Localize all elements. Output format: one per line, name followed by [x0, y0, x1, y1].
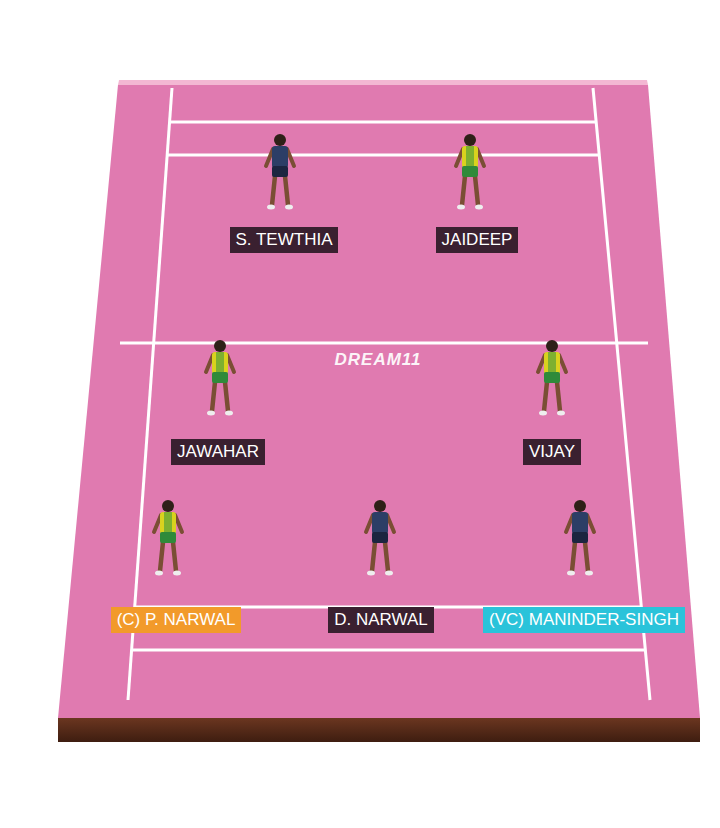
player-name: D. NARWAL	[334, 610, 428, 629]
player-name: (C) P. NARWAL	[117, 610, 236, 629]
player-name: S. TEWTHIA	[236, 230, 333, 249]
player-name-tag: (C) P. NARWAL	[111, 607, 242, 633]
court-edge	[118, 80, 648, 85]
watermark: DREAM11	[335, 350, 422, 370]
player-name: (VC) MANINDER-SINGH	[489, 610, 679, 629]
player-name: JAIDEEP	[442, 230, 513, 249]
player-name-tag: JAWAHAR	[171, 439, 265, 465]
player-name-tag: D. NARWAL	[328, 607, 434, 633]
player-name: JAWAHAR	[177, 442, 259, 461]
player-name: VIJAY	[529, 442, 575, 461]
court-base	[58, 718, 700, 742]
player-name-tag: S. TEWTHIA	[230, 227, 339, 253]
players	[154, 134, 594, 576]
player-name-tag: JAIDEEP	[436, 227, 519, 253]
court-surface	[58, 85, 700, 718]
player-name-tag: (VC) MANINDER-SINGH	[483, 607, 685, 633]
player-name-tag: VIJAY	[523, 439, 581, 465]
